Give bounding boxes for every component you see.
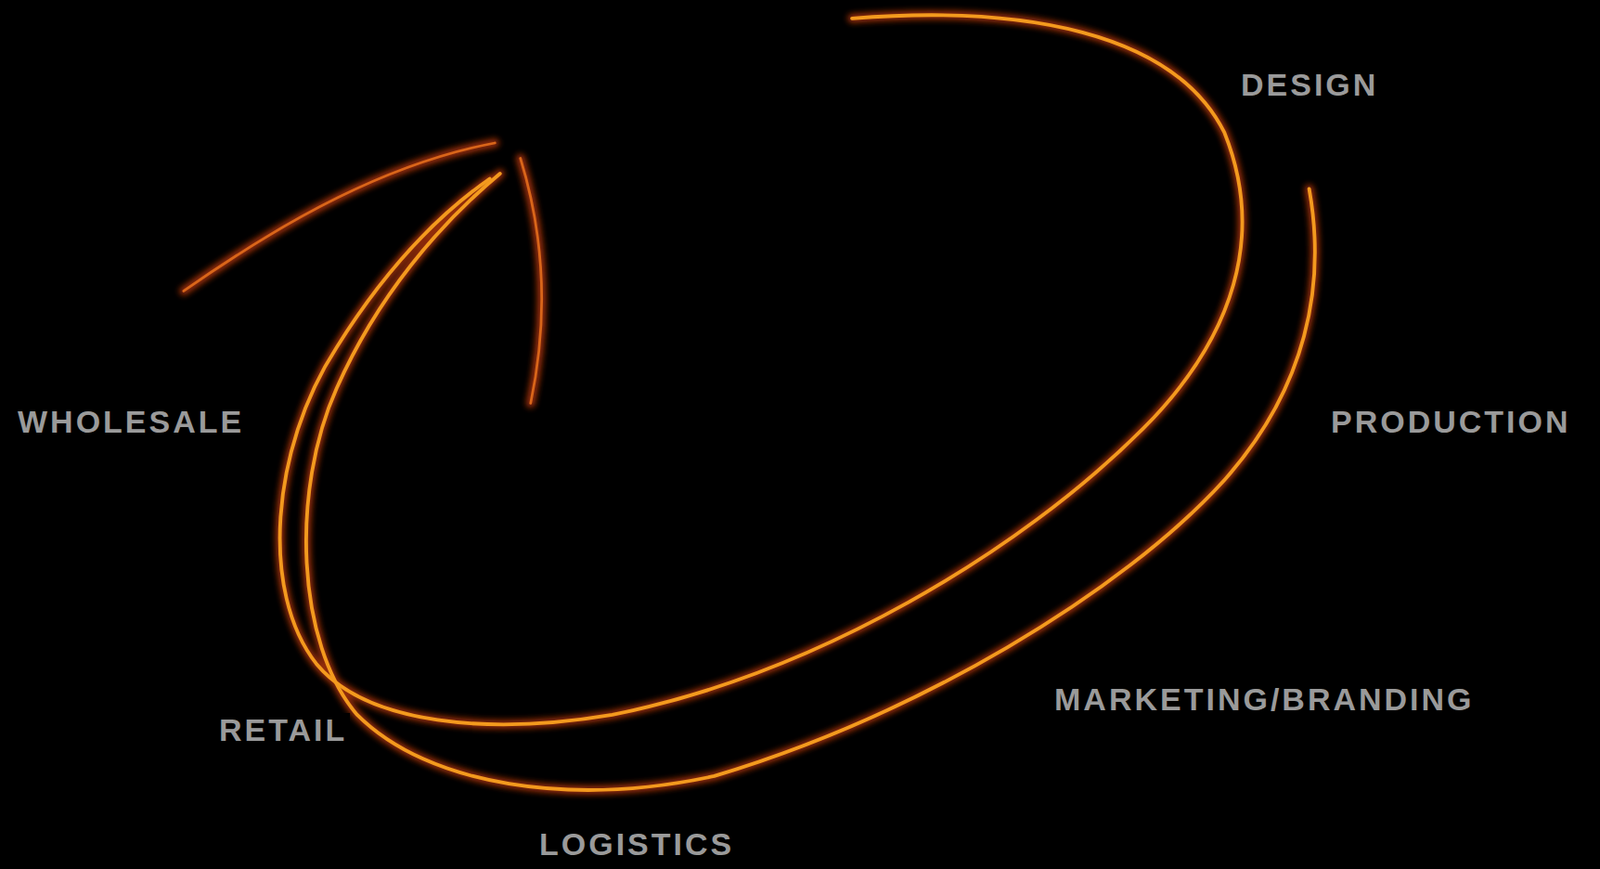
stage-label: DESIGN <box>1238 67 1381 103</box>
stage-label: RETAIL <box>216 712 350 748</box>
stage-label: LOGISTICS <box>536 826 737 862</box>
stage-label: WHOLESALE <box>14 404 247 439</box>
stage-label: MARKETING/BRANDING <box>1051 682 1478 717</box>
stage-label: PRODUCTION <box>1328 404 1575 439</box>
